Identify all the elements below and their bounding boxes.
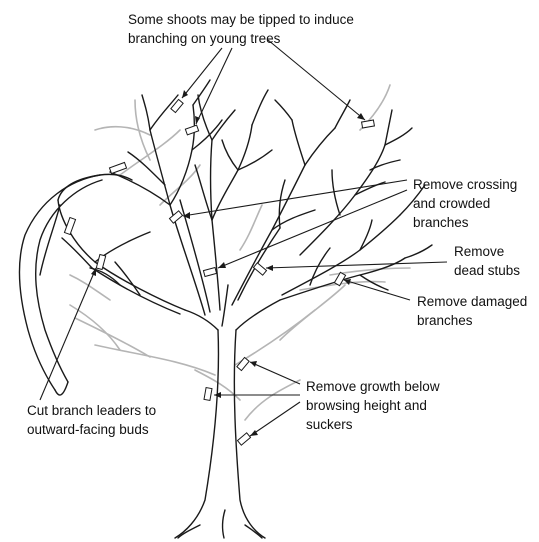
label-leaders-line-2: outward-facing buds bbox=[27, 420, 156, 439]
cut-mark-trunk-mid bbox=[204, 388, 212, 401]
tree-structure bbox=[19, 80, 432, 538]
label-tip-line-2: branching on young trees bbox=[128, 29, 354, 48]
cut-mark-crossing bbox=[169, 211, 182, 223]
label-cut-leaders: Cut branch leaders to outward-facing bud… bbox=[27, 401, 156, 439]
label-stubs-line-2: dead stubs bbox=[454, 261, 520, 280]
cut-mark-trunk-lower bbox=[237, 433, 250, 445]
label-damaged-line-1: Remove damaged bbox=[417, 292, 527, 311]
label-remove-crossing: Remove crossing and crowded branches bbox=[413, 175, 517, 232]
cut-mark-tip-center bbox=[185, 125, 198, 135]
label-remove-below: Remove growth below browsing height and … bbox=[306, 377, 440, 434]
label-below-line-2: browsing height and bbox=[306, 396, 440, 415]
label-stubs-line-1: Remove bbox=[454, 242, 520, 261]
label-crossing-line-2: and crowded bbox=[413, 194, 517, 213]
label-remove-stubs: Remove dead stubs bbox=[454, 242, 520, 280]
cut-mark-tip-right bbox=[362, 120, 375, 128]
label-remove-damaged: Remove damaged branches bbox=[417, 292, 527, 330]
label-damaged-line-2: branches bbox=[417, 311, 527, 330]
cut-mark-stub bbox=[253, 263, 266, 275]
label-tip-line-1: Some shoots may be tipped to induce bbox=[128, 10, 354, 29]
cut-mark-leader-inner bbox=[96, 254, 105, 269]
label-tip-shoots: Some shoots may be tipped to induce bran… bbox=[128, 10, 354, 48]
label-leaders-line-1: Cut branch leaders to bbox=[27, 401, 156, 420]
cut-mark-crowded bbox=[203, 268, 216, 277]
cut-mark-trunk-upper bbox=[237, 357, 249, 370]
label-below-line-3: suckers bbox=[306, 415, 440, 434]
label-below-line-1: Remove growth below bbox=[306, 377, 440, 396]
label-crossing-line-1: Remove crossing bbox=[413, 175, 517, 194]
label-crossing-line-3: branches bbox=[413, 213, 517, 232]
